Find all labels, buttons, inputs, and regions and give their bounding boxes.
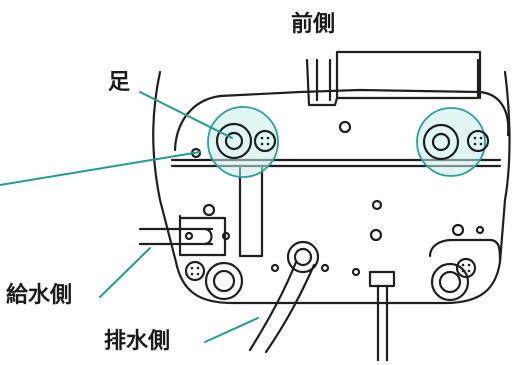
boss-1 <box>338 120 352 134</box>
base-rim-left <box>173 88 510 152</box>
foot-label: 足 <box>108 70 131 95</box>
screw-c <box>371 199 383 211</box>
screw-f <box>475 225 485 235</box>
supply-screw-top <box>202 203 216 217</box>
front-side-label: 前側 <box>291 12 336 37</box>
power-connector <box>368 270 396 288</box>
supply-screw-b <box>221 231 231 241</box>
supply-bracket <box>178 214 227 257</box>
screw-e <box>451 223 465 237</box>
front-foot-right <box>422 123 460 161</box>
supply-screw-a <box>184 231 194 241</box>
rear-foot-right-housing <box>428 238 502 264</box>
left-leader <box>0 151 201 186</box>
drain-screw-2 <box>320 263 330 273</box>
drain-hose <box>248 260 316 354</box>
supply-leader <box>99 247 151 298</box>
drain-port <box>286 240 320 274</box>
screw-d <box>369 228 383 242</box>
foot-leader <box>139 91 233 139</box>
rear-foot-grid-right <box>455 257 477 279</box>
foot-highlight-right <box>416 107 486 177</box>
drain-side-label: 排水側 <box>104 329 171 354</box>
top-cover <box>335 50 482 100</box>
power-cord <box>376 284 389 363</box>
top-recess <box>305 58 480 107</box>
front-foot-left <box>215 122 253 160</box>
rear-foot-left <box>204 261 244 301</box>
front-foot-right-grid <box>466 129 490 153</box>
front-foot-left-grid <box>253 129 277 153</box>
rear-foot-right <box>430 262 470 302</box>
center-rib <box>238 166 264 258</box>
rear-foot-left-inner <box>212 269 236 293</box>
drain-port-inner <box>293 247 313 267</box>
water-supply-side-label: 給水側 <box>6 283 73 308</box>
body-outline <box>152 70 511 305</box>
drain-screw <box>270 263 280 273</box>
rear-foot-grid-left <box>184 260 206 282</box>
supply-hose <box>138 227 214 246</box>
front-foot-left-inner <box>224 131 244 151</box>
front-foot-right-inner <box>431 132 451 152</box>
drain-leader <box>204 317 259 343</box>
rear-foot-right-inner <box>438 270 462 294</box>
connector-screw <box>351 267 361 277</box>
